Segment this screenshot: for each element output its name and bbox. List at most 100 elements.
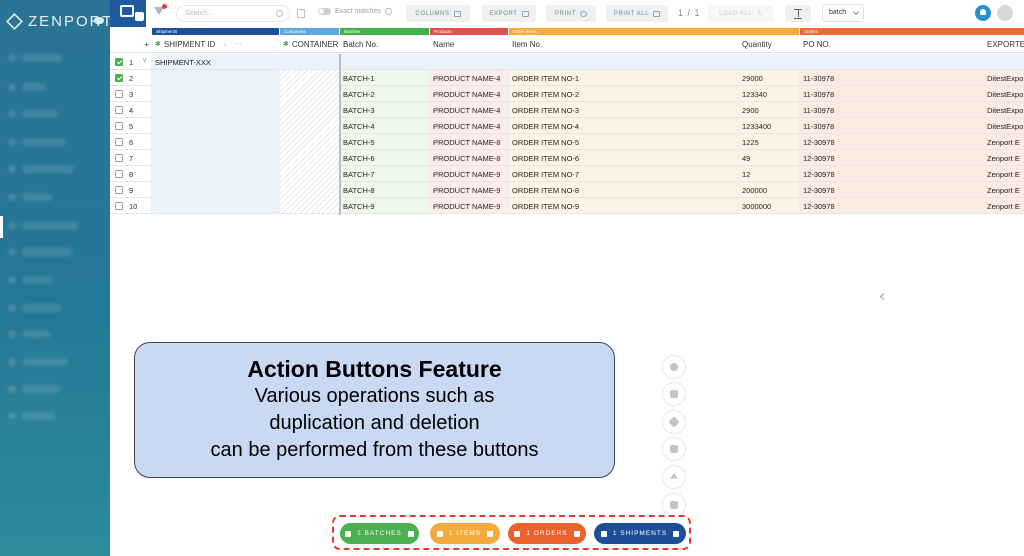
quantity-cell[interactable]: 123340	[739, 86, 800, 102]
person-icon[interactable]	[663, 356, 685, 378]
row-select[interactable]: 5	[110, 118, 152, 134]
nav-item[interactable]	[22, 385, 60, 393]
product-name-cell[interactable]: PRODUCT NAME-8	[430, 150, 509, 166]
row-select[interactable]: 6	[110, 134, 152, 150]
row-checkbox[interactable]	[115, 154, 123, 162]
pin-icon[interactable]: ✱	[155, 41, 161, 48]
po-no-cell[interactable]: 12-30978	[800, 198, 984, 214]
item-no-cell[interactable]: ORDER ITEM NO-8	[509, 182, 739, 198]
table-icon[interactable]	[663, 494, 685, 516]
nav-item[interactable]	[22, 83, 46, 91]
nav-item[interactable]	[22, 165, 74, 173]
load-all-button[interactable]: LOAD ALL ↻	[708, 5, 774, 22]
nav-item[interactable]	[22, 248, 72, 256]
product-name-cell[interactable]: PRODUCT NAME-9	[430, 166, 509, 182]
shipment-id-cell[interactable]: SHIPMENT-XXX	[152, 54, 280, 70]
avatar[interactable]	[997, 5, 1013, 21]
product-name-cell[interactable]: PRODUCT NAME-4	[430, 86, 509, 102]
product-name-cell[interactable]: PRODUCT NAME-9	[430, 198, 509, 214]
columns-button[interactable]: COLUMNS	[406, 5, 470, 22]
product-name-cell[interactable]: PRODUCT NAME-4	[430, 102, 509, 118]
nav-item[interactable]	[22, 138, 66, 146]
pinned-divider[interactable]	[339, 54, 341, 215]
row-select[interactable]: 3	[110, 86, 152, 102]
item-no-cell[interactable]: ORDER ITEM NO-9	[509, 198, 739, 214]
exact-matches-toggle[interactable]: Exact matches	[318, 8, 392, 15]
collapse-icon[interactable]: ∨	[142, 57, 148, 64]
batch-no-cell[interactable]: BATCH-1	[340, 70, 430, 86]
shipment-row[interactable]: 1 ∨ SHIPMENT-XXX	[110, 54, 1024, 70]
row-checkbox[interactable]	[115, 202, 123, 210]
header-shipment-id[interactable]: ✱SHIPMENT ID↓⋯	[152, 36, 280, 53]
po-no-cell[interactable]: 12-30978	[800, 182, 984, 198]
copy-icon[interactable]	[297, 9, 305, 18]
row-select[interactable]: 8	[110, 166, 152, 182]
more-icon[interactable]: ⋯	[234, 41, 242, 48]
header-name[interactable]: Name	[430, 36, 509, 53]
batch-no-cell[interactable]: BATCH-9	[340, 198, 430, 214]
po-no-cell[interactable]: 11-30978	[800, 118, 984, 134]
header-po-no[interactable]: PO NO.	[800, 36, 984, 53]
search-input[interactable]: Search...	[176, 5, 290, 22]
fit-height-icon[interactable]	[785, 5, 811, 22]
print-button[interactable]: PRINT	[546, 5, 596, 22]
row-select[interactable]: 7	[110, 150, 152, 166]
tag-icon[interactable]	[663, 411, 685, 433]
po-no-cell[interactable]: 11-30978	[800, 70, 984, 86]
po-no-cell[interactable]: 12-30978	[800, 150, 984, 166]
batch-no-cell[interactable]: BATCH-4	[340, 118, 430, 134]
exporter-cell[interactable]: Zenport E	[984, 182, 1024, 198]
po-no-cell[interactable]: 12-30978	[800, 134, 984, 150]
product-name-cell[interactable]: PRODUCT NAME-4	[430, 70, 509, 86]
filter-icon[interactable]	[154, 7, 164, 15]
folder-icon[interactable]	[663, 383, 685, 405]
nav-item[interactable]	[22, 304, 62, 312]
item-no-cell[interactable]: ORDER ITEM NO-3	[509, 102, 739, 118]
product-name-cell[interactable]: PRODUCT NAME-9	[430, 182, 509, 198]
batch-no-cell[interactable]: BATCH-3	[340, 102, 430, 118]
row-select[interactable]: 2	[110, 70, 152, 86]
exporter-cell[interactable]: DitestExpo	[984, 102, 1024, 118]
sidebar-toggle[interactable]	[94, 17, 104, 24]
nav-item[interactable]	[22, 193, 52, 201]
row-checkbox[interactable]	[115, 170, 123, 178]
shipments-action-button[interactable]: 1 SHIPMENTS	[594, 523, 686, 544]
product-name-cell[interactable]: PRODUCT NAME-8	[430, 134, 509, 150]
nav-item[interactable]	[22, 54, 62, 62]
container-empty-cell[interactable]	[280, 70, 340, 214]
header-batch-no[interactable]: Batch No.	[340, 36, 430, 53]
po-no-cell[interactable]: 12-30978	[800, 166, 984, 182]
chevron-left-icon[interactable]	[879, 292, 888, 301]
exporter-cell[interactable]: DitestExpo	[984, 118, 1024, 134]
header-quantity[interactable]: Quantity	[739, 36, 800, 53]
items-action-button[interactable]: 1 ITEMS	[430, 523, 500, 544]
item-no-cell[interactable]: ORDER ITEM NO-2	[509, 86, 739, 102]
po-no-cell[interactable]: 11-30978	[800, 102, 984, 118]
row-select[interactable]: 1 ∨	[110, 54, 152, 70]
quantity-cell[interactable]: 29000	[739, 70, 800, 86]
quantity-cell[interactable]: 12	[739, 166, 800, 182]
quantity-cell[interactable]: 1225	[739, 134, 800, 150]
orders-action-button[interactable]: 1 ORDERS	[508, 523, 586, 544]
quantity-cell[interactable]: 200000	[739, 182, 800, 198]
row-checkbox[interactable]	[115, 58, 123, 66]
view-select[interactable]: batch	[822, 4, 864, 22]
nav-item[interactable]	[22, 358, 68, 366]
item-no-cell[interactable]: ORDER ITEM NO-1	[509, 70, 739, 86]
nav-item[interactable]	[22, 330, 50, 338]
brand-logo[interactable]: ZENPORT	[6, 13, 113, 30]
item-no-cell[interactable]: ORDER ITEM NO-6	[509, 150, 739, 166]
quantity-cell[interactable]: 1233400	[739, 118, 800, 134]
row-checkbox[interactable]	[115, 138, 123, 146]
batch-no-cell[interactable]: BATCH-2	[340, 86, 430, 102]
exporter-cell[interactable]: Zenport E	[984, 150, 1024, 166]
batches-action-button[interactable]: 1 BATCHES	[340, 523, 419, 544]
notification-bell-icon[interactable]	[975, 5, 991, 21]
nav-item[interactable]	[22, 276, 54, 284]
